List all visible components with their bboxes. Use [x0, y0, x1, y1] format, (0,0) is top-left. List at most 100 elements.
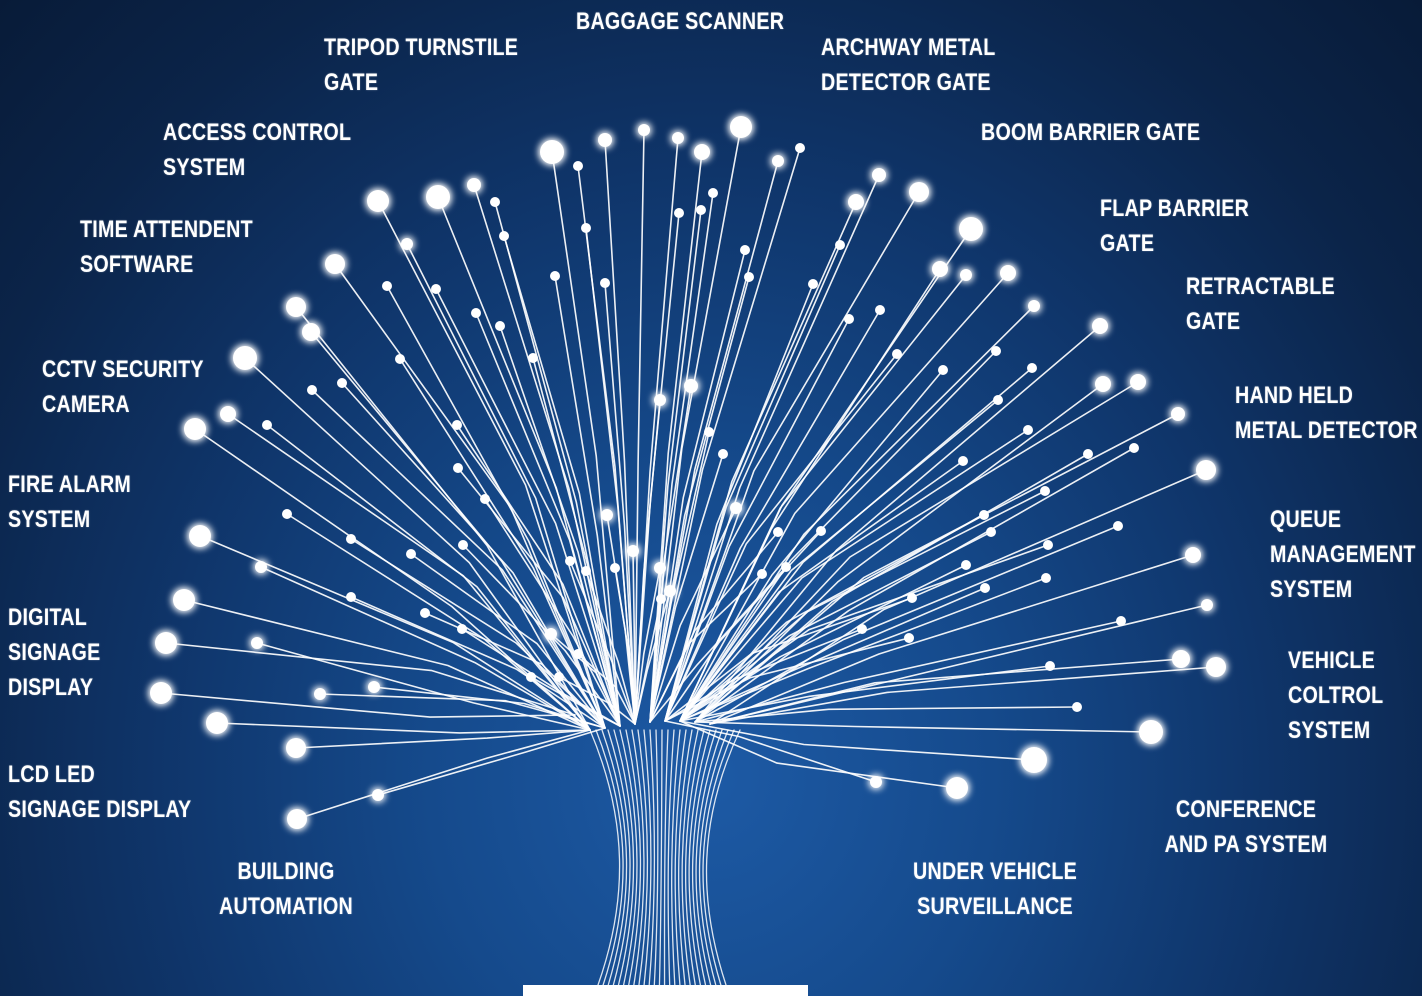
glow-node — [870, 776, 882, 788]
glow-node — [1171, 407, 1185, 421]
glow-node — [757, 569, 767, 579]
glow-node — [401, 238, 413, 250]
glow-node — [1083, 449, 1093, 459]
glow-node — [960, 269, 972, 281]
glow-node — [490, 197, 500, 207]
glow-node — [581, 223, 591, 233]
glow-node — [367, 190, 389, 212]
glow-node — [875, 305, 885, 315]
glow-node — [730, 502, 742, 514]
label-boom-barrier-gate: BOOM BARRIER GATE — [981, 119, 1201, 146]
glow-node — [672, 132, 684, 144]
glow-node — [907, 593, 917, 603]
glow-node — [601, 509, 613, 521]
glow-node — [540, 140, 564, 164]
glow-node — [781, 562, 791, 572]
glow-node — [565, 556, 575, 566]
glow-node — [526, 672, 536, 682]
glow-node — [1139, 720, 1163, 744]
glow-node — [938, 365, 948, 375]
glow-node — [980, 583, 990, 593]
glow-node — [287, 809, 307, 829]
tree-trunk — [589, 729, 741, 986]
glow-node — [638, 124, 650, 136]
glow-node — [1027, 363, 1037, 373]
glow-node — [730, 116, 752, 138]
glow-node — [499, 231, 509, 241]
glow-node — [420, 608, 430, 618]
glow-node — [704, 427, 714, 437]
glow-node — [816, 526, 826, 536]
glow-node — [991, 346, 1001, 356]
glow-node — [654, 562, 666, 574]
glow-node — [892, 349, 902, 359]
glow-node — [993, 395, 1003, 405]
glow-node — [545, 628, 557, 640]
glow-node — [1041, 573, 1051, 583]
glow-node — [848, 194, 864, 210]
glow-node — [206, 712, 228, 734]
glow-node — [150, 682, 172, 704]
glow-node — [654, 394, 666, 406]
glow-node — [1023, 425, 1033, 435]
glow-node — [740, 245, 750, 255]
glow-node — [453, 463, 463, 473]
glow-node — [262, 420, 272, 430]
glow-node — [480, 494, 490, 504]
glow-node — [1172, 650, 1190, 668]
glow-node — [368, 681, 380, 693]
glow-node — [959, 217, 983, 241]
glow-node — [457, 624, 467, 634]
glow-node — [314, 688, 326, 700]
glow-node — [431, 284, 441, 294]
glow-node — [744, 272, 754, 282]
glow-node — [1045, 661, 1055, 671]
glow-node — [307, 385, 317, 395]
glow-node — [656, 594, 666, 604]
glow-node — [581, 566, 591, 576]
glow-node — [255, 561, 267, 573]
glow-node — [426, 185, 450, 209]
glow-node — [961, 560, 971, 570]
glow-node — [573, 649, 583, 659]
glow-node — [1072, 702, 1082, 712]
glow-node — [909, 182, 929, 202]
glow-node — [1000, 265, 1016, 281]
base-bar — [523, 985, 808, 996]
glow-node — [664, 585, 676, 597]
glow-node — [337, 378, 347, 388]
glow-node — [1201, 599, 1213, 611]
glow-node — [286, 738, 306, 758]
glow-node — [528, 353, 538, 363]
glow-node — [302, 323, 320, 341]
glow-node — [1206, 657, 1226, 677]
glow-node — [718, 449, 728, 459]
glow-node — [1185, 547, 1201, 563]
glow-node — [946, 777, 968, 799]
glow-node — [857, 624, 867, 634]
glow-node — [406, 549, 416, 559]
glow-node — [627, 545, 639, 557]
tree-branches — [160, 126, 1217, 820]
glow-node — [173, 589, 195, 611]
glow-node — [904, 633, 914, 643]
glow-node — [155, 632, 177, 654]
glow-node — [286, 297, 306, 317]
glow-node — [684, 379, 698, 393]
glow-node — [932, 261, 948, 277]
glowing-nodes — [150, 116, 1226, 829]
glow-node — [346, 592, 356, 602]
glow-node — [986, 527, 996, 537]
glow-node — [844, 314, 854, 324]
